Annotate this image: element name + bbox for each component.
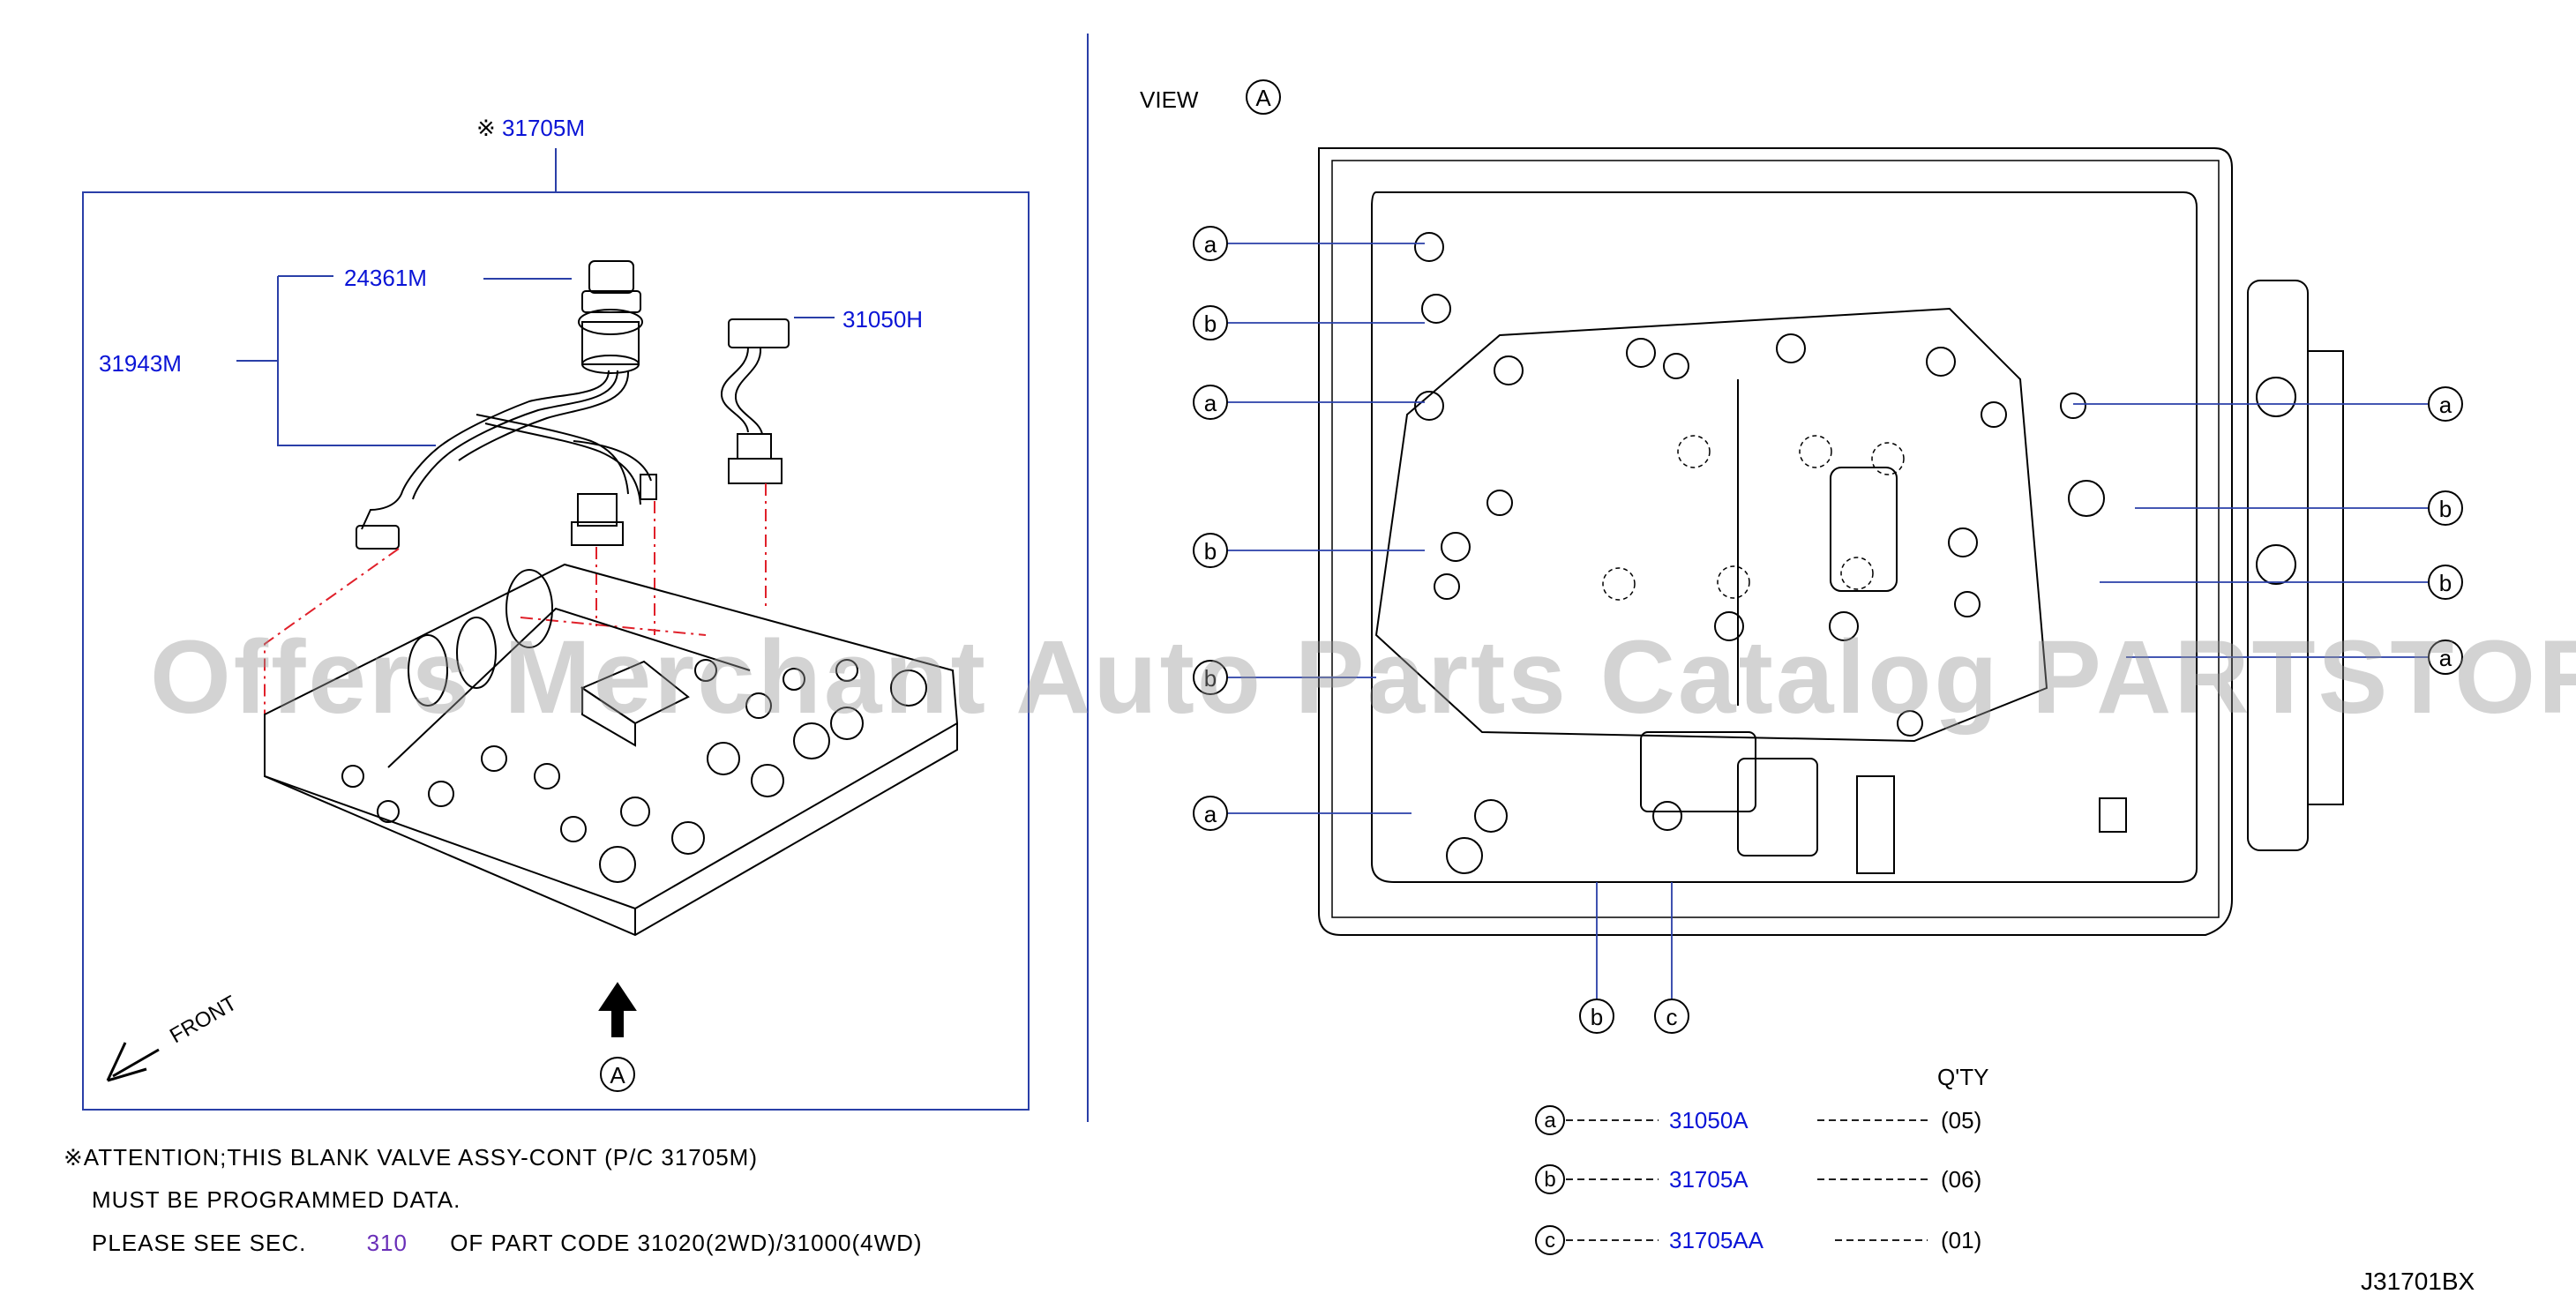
harness-drawing	[356, 370, 657, 550]
callout-bottom-b: b	[1579, 999, 1614, 1034]
harness-bracket	[236, 275, 835, 446]
note-line-2: MUST BE PROGRAMMED DATA.	[92, 1186, 461, 1213]
diagram-code: J31701BX	[2361, 1268, 2475, 1295]
view-a-dashed-holes	[1602, 435, 1905, 601]
legend-letter-a: a	[1535, 1105, 1565, 1135]
legend-part-link-a[interactable]: 31050A	[1669, 1107, 1749, 1133]
front-arrow	[106, 1042, 160, 1082]
callout-right-2: b	[2428, 490, 2463, 526]
callout-right-4: a	[2428, 640, 2463, 675]
callout-left-6: a	[1193, 796, 1228, 831]
part-link-31943M[interactable]: 31943M	[99, 350, 182, 377]
legend-letter-c: c	[1535, 1225, 1565, 1255]
callout-bottom-c: c	[1654, 999, 1689, 1034]
attention-mark: ※	[476, 115, 496, 141]
part-link-24361M[interactable]: 24361M	[344, 265, 427, 291]
part-link-31050H[interactable]: 31050H	[842, 306, 924, 333]
view-a-bolts	[1414, 232, 2296, 874]
legend-qty-c: (01)	[1941, 1227, 1982, 1253]
callout-left-2: b	[1193, 305, 1228, 340]
callout-left-3: a	[1193, 385, 1228, 420]
section-link-310[interactable]: 310	[366, 1230, 408, 1256]
legend-letter-b: b	[1535, 1164, 1565, 1194]
valve-body-drawing	[264, 563, 959, 937]
callout-left-1: a	[1193, 226, 1228, 261]
legend-dashes	[1566, 1119, 1928, 1241]
view-a-drawing	[1318, 147, 2344, 936]
note-line-3-post: OF PART CODE 31020(2WD)/31000(4WD)	[450, 1230, 923, 1256]
assembly-label: ※ 31705M	[476, 115, 585, 142]
legend-part-link-c[interactable]: 31705AA	[1669, 1227, 1764, 1253]
assembly-part-link[interactable]: 31705M	[502, 115, 585, 141]
sensor-drawing	[720, 318, 790, 484]
valve-body-bores	[341, 659, 927, 883]
note-line-3: PLEASE SEE SEC. 310 OF PART CODE 31020(2…	[92, 1230, 940, 1257]
note-line-3-pre: PLEASE SEE SEC.	[92, 1230, 307, 1256]
harness-plug-drawing	[578, 260, 643, 374]
legend-part-link-b[interactable]: 31705A	[1669, 1166, 1749, 1193]
view-label: VIEW	[1140, 86, 1199, 113]
legend-qty-a: (05)	[1941, 1107, 1982, 1133]
note-line-1: ※ATTENTION;THIS BLANK VALVE ASSY-CONT (P…	[64, 1144, 758, 1171]
callout-left-4: b	[1193, 533, 1228, 568]
qty-header: Q'TY	[1937, 1064, 1989, 1090]
callout-left-5: b	[1193, 660, 1228, 695]
watermark: Offers Merchant Auto Parts Catalog PARTS…	[150, 619, 2576, 736]
view-arrow	[598, 982, 637, 1037]
callout-leaders	[1228, 243, 2428, 1000]
view-label-marker: A	[1246, 79, 1281, 115]
legend-qty-b: (06)	[1941, 1166, 1982, 1193]
view-marker-a: A	[600, 1057, 635, 1092]
view-a-solenoids	[1640, 731, 2127, 874]
callout-right-1: a	[2428, 386, 2463, 422]
callout-right-3: b	[2428, 565, 2463, 600]
